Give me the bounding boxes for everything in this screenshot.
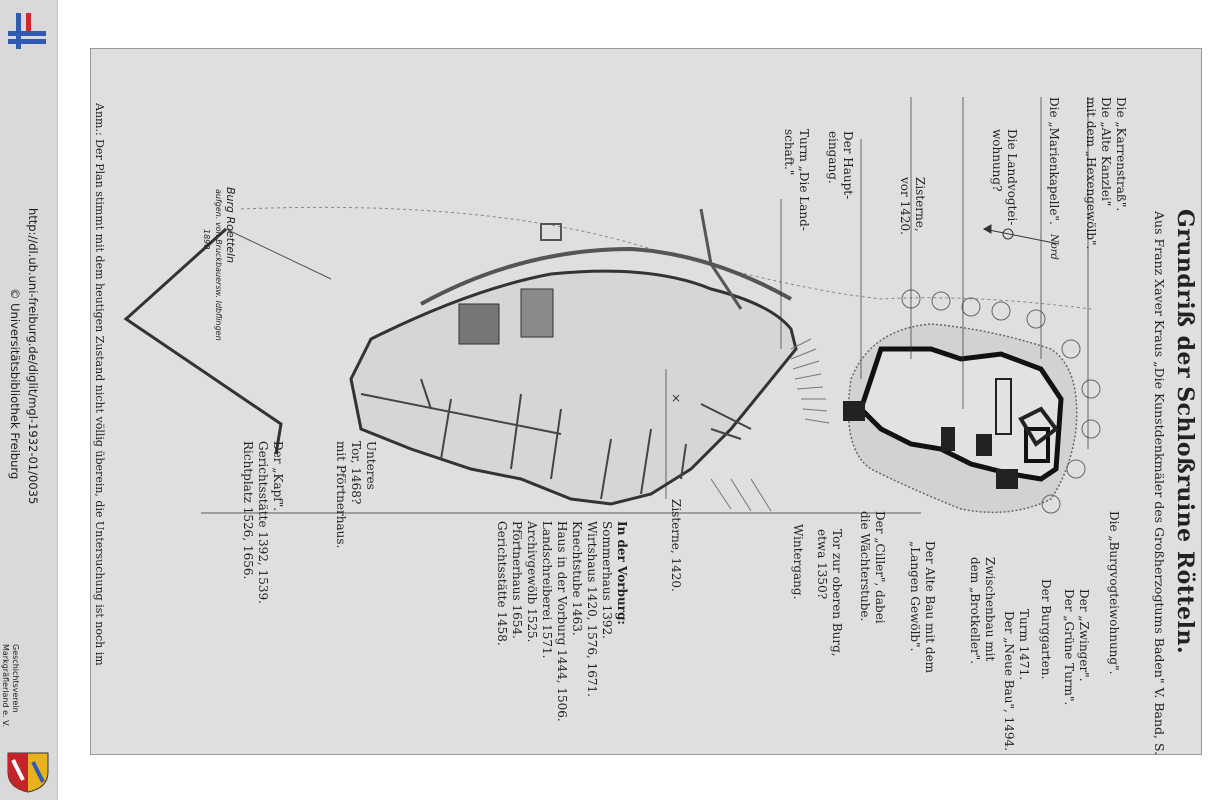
label-landvogtei: Die Landvogtei- wohnung? xyxy=(989,129,1019,225)
label-line: Die „Marienkapelle". xyxy=(1047,97,1061,225)
label-ciller: Der „Ciller", dabei die Wächterstube. xyxy=(857,511,887,624)
label-line: Der „Grüne Turm". xyxy=(1062,589,1076,706)
label-marienkapelle: Die „Marienkapelle". xyxy=(1046,97,1061,225)
label-line: Die „Alte Kanzlei" xyxy=(1099,97,1113,207)
label-alte-kanzlei: Die „Alte Kanzlei" mit dem „Hexengewölb"… xyxy=(1083,97,1113,249)
plan-source: Aus Franz Xaver Kraus „Die Kunstdenkmäle… xyxy=(1152,211,1167,755)
label-line: Zisterne, xyxy=(913,177,927,232)
society-line: Geschichtsverein xyxy=(11,644,20,713)
label-line: Turm „Die Land- xyxy=(797,129,811,231)
library-logo-icon[interactable] xyxy=(6,9,50,53)
label-line: etwa 1350? xyxy=(815,529,829,600)
plan-footnote: Anm.: Der Plan stimmt mit dem heutigen Z… xyxy=(93,103,106,666)
cartouche-title: Burg Roetteln xyxy=(224,187,237,264)
label-line: eingang. xyxy=(826,131,840,184)
label-neuer-bau: Der „Neue Bau", 1494. xyxy=(1001,611,1016,751)
label-unteres-tor: Unteres Tor, 1468? mit Pförtnerhaus. xyxy=(333,441,378,548)
vorburg-heading: In der Vorburg: xyxy=(615,521,629,625)
vorburg-wall xyxy=(349,269,798,506)
label-line: mit Pförtnerhaus. xyxy=(334,441,348,549)
society-line: Markgräflerland e. V. xyxy=(1,644,10,728)
label-line: Tor, 1468? xyxy=(349,441,363,505)
label-burggarten: Der Burggarten. xyxy=(1038,579,1053,679)
label-alter-bau: Der Alte Bau mit dem „Langen Gewölb". xyxy=(907,541,937,673)
plan-title: Grundriß der Schloßruine Rötteln. xyxy=(1172,209,1198,655)
label-line: Die „Karrenstraß". xyxy=(1114,97,1128,212)
label-zwinger: Der „Zwinger". xyxy=(1076,589,1091,682)
label-burgvogteiwohnung: Die „Burgvogteiwohnung". xyxy=(1106,511,1121,674)
vorburg-item: Sommerhaus 1392. xyxy=(600,521,614,639)
viewer-sidebar: http://dl.ub.uni-freiburg.de/diglit/mgl-… xyxy=(0,0,58,800)
label-line: Der Alte Bau mit dem xyxy=(923,541,937,674)
label-turm-1471: Turm 1471. xyxy=(1016,609,1031,680)
label-zisterne-vor: Zisterne, vor 1420. xyxy=(897,177,927,235)
label-line: wohnung? xyxy=(990,129,1004,192)
label-turm-landschaft: Turm „Die Land- schaft." xyxy=(781,129,811,231)
label-line: Der „Zwinger". xyxy=(1077,589,1091,682)
north-label: Nord xyxy=(1048,234,1059,260)
svg-text:×: × xyxy=(671,391,681,405)
label-line: Turm 1471. xyxy=(1017,609,1031,681)
label-line: Der „Neue Bau", 1494. xyxy=(1002,611,1016,751)
cartouche-year: 1890 xyxy=(202,229,211,250)
north-arrow-icon xyxy=(982,224,1060,245)
label-haupteingang: Der Haupt- eingang. xyxy=(825,131,855,199)
vorburg-item: Landschreiberei 1571. xyxy=(540,521,554,659)
vorburg-item: Archivgewölb 1525. xyxy=(525,521,539,643)
label-line: Richtplatz 1526, 1656. xyxy=(241,441,255,580)
label-tor-obere-burg: Tor zur oberen Burg, etwa 1350? xyxy=(814,529,844,657)
castle-plan: × Grundriß der Schloßruine Rötteln. Aus … xyxy=(90,48,1202,755)
label-line: Gerichtsstätte 1392, 1539. xyxy=(256,441,270,604)
label-line: vor 1420. xyxy=(898,177,912,235)
label-kapf: Der „Kapf". Gerichtsstätte 1392, 1539. R… xyxy=(240,441,285,604)
label-zisterne-1420: Zisterne, 1420. xyxy=(669,499,683,592)
label-line: dem „Brotkeller". xyxy=(968,557,982,665)
plan-drawing: × xyxy=(123,97,1101,514)
label-wintergang: Wintergang. xyxy=(790,524,805,599)
vorburg-item: Gerichtsstätte 1458. xyxy=(495,521,509,646)
label-line: Wintergang. xyxy=(791,524,805,600)
label-line: Die Landvogtei- xyxy=(1005,129,1019,226)
label-line: Der Burggarten. xyxy=(1039,579,1053,680)
label-gruener-turm: Der „Grüne Turm". xyxy=(1061,589,1076,705)
label-line: Der Haupt- xyxy=(841,131,855,200)
vorburg-list: In der Vorburg: Sommerhaus 1392. Wirtsha… xyxy=(494,521,629,722)
label-line: Zwischenbau mit xyxy=(983,557,997,662)
label-karrenstrass: Die „Karrenstraß". xyxy=(1113,97,1128,211)
vorburg-item: Wirtshaus 1420, 1576, 1671. xyxy=(585,521,599,697)
vorburg-item: Knechtstube 1463. xyxy=(570,521,584,636)
label-line: Die „Burgvogteiwohnung". xyxy=(1107,511,1121,675)
society-name: Geschichtsverein Markgräflerland e. V. xyxy=(0,644,20,754)
label-line: mit dem „Hexengewölb". xyxy=(1084,97,1098,250)
vorburg-item: Pförtnerhaus 1654. xyxy=(510,521,524,639)
approach-road xyxy=(123,227,283,455)
cartouche-sub: aufgen. von Bruckbauersw. Idbflingen xyxy=(214,189,223,341)
label-zwischenbau: Zwischenbau mit dem „Brotkeller". xyxy=(967,557,997,664)
document-url[interactable]: http://dl.ub.uni-freiburg.de/diglit/mgl-… xyxy=(26,208,40,505)
label-line: Unteres xyxy=(364,441,378,490)
label-line: die Wächterstube. xyxy=(858,511,872,622)
label-line: „Langen Gewölb". xyxy=(908,541,922,652)
label-line: Der „Ciller", dabei xyxy=(873,511,887,624)
label-line: schaft." xyxy=(782,129,796,176)
coat-of-arms-icon xyxy=(7,752,49,793)
label-line: Der „Kapf". xyxy=(271,441,285,512)
label-line: Tor zur oberen Burg, xyxy=(830,529,844,657)
vorburg-item: Haus in der Vorburg 1444, 1506. xyxy=(555,521,569,722)
copyright-notice: © Universitätsbibliothek Freiburg xyxy=(8,288,22,480)
